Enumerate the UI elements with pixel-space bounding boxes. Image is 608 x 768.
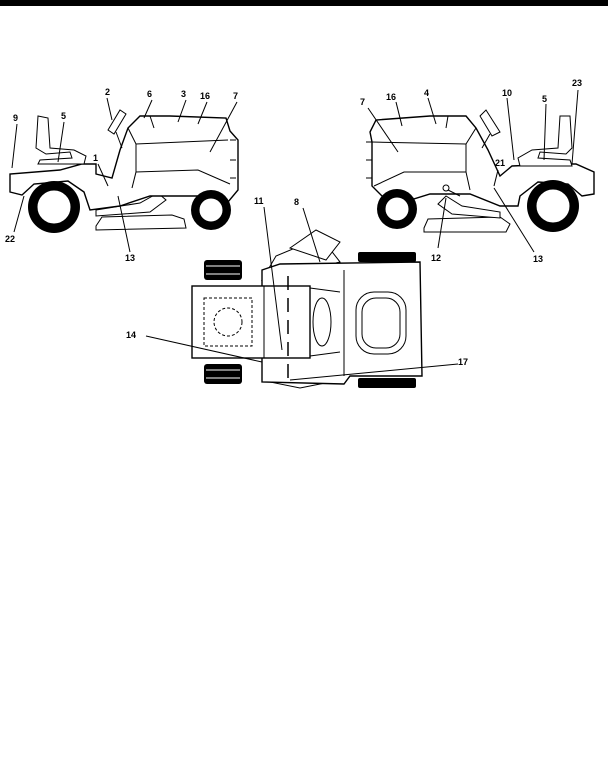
callout-4: 4 <box>424 88 429 98</box>
callout-21: 21 <box>495 158 505 168</box>
tractor-top-view: 11 8 14 17 <box>126 196 468 389</box>
tractor-left-side-view: 2 6 3 16 7 9 5 1 22 13 <box>5 87 239 263</box>
callout-7-right: 7 <box>360 97 365 107</box>
callout-5-right: 5 <box>542 94 547 104</box>
callout-17: 17 <box>458 357 468 367</box>
tractor-right-side-view: 7 16 4 10 5 23 21 12 13 <box>360 78 595 264</box>
callout-6: 6 <box>147 89 152 99</box>
callout-7-left: 7 <box>233 91 238 101</box>
callout-5-left: 5 <box>61 111 66 121</box>
callout-9: 9 <box>13 113 18 123</box>
callout-12: 12 <box>431 253 441 263</box>
callout-13-left: 13 <box>125 253 135 263</box>
callout-11: 11 <box>254 196 264 206</box>
callout-10: 10 <box>502 88 512 98</box>
callout-22: 22 <box>5 234 15 244</box>
callout-14: 14 <box>126 330 136 340</box>
callout-16-right: 16 <box>386 92 396 102</box>
callout-1: 1 <box>93 153 98 163</box>
callout-8: 8 <box>294 197 299 207</box>
top-border-rule <box>0 0 608 6</box>
callout-2-left: 2 <box>105 87 110 97</box>
callout-3: 3 <box>181 89 186 99</box>
callout-16-left: 16 <box>200 91 210 101</box>
callout-13-right: 13 <box>533 254 543 264</box>
callout-23: 23 <box>572 78 582 88</box>
